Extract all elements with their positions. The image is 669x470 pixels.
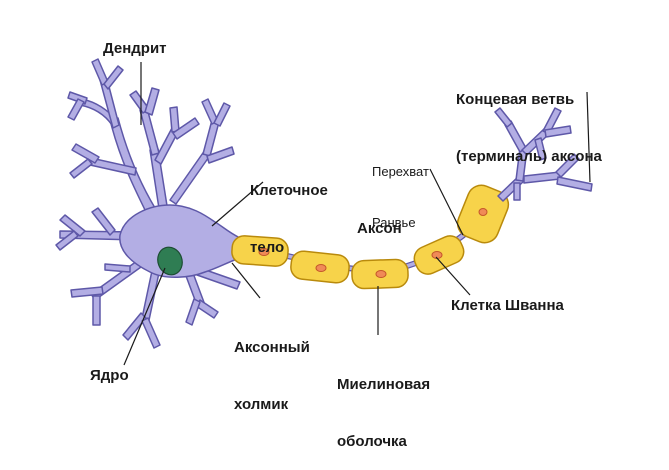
- label-node-of-ranvier: Перехват Ранвье: [372, 129, 429, 248]
- axon-terminal: [494, 107, 593, 202]
- label-cell-body-line1: Клеточное: [250, 182, 328, 199]
- dendrites: [55, 58, 241, 349]
- label-myelin-sheath-line2: оболочка: [337, 433, 407, 450]
- label-axon-hillock-line1: Аксонный: [234, 339, 310, 356]
- neuron-cell: [55, 58, 241, 349]
- label-axon-hillock: Аксонный холмик: [234, 300, 310, 433]
- label-cell-body-line2: тело: [250, 239, 285, 256]
- leader-ranvier: [429, 168, 464, 236]
- label-axon-terminal: Концевая ветвь (терминаль) аксона: [456, 52, 602, 185]
- label-node-of-ranvier-line1: Перехват: [372, 164, 429, 179]
- label-dendrite: Дендрит: [103, 40, 167, 57]
- leader-hillock: [231, 262, 261, 299]
- label-axon-terminal-line2: (терминаль) аксона: [456, 148, 602, 165]
- leader-terminal: [586, 91, 591, 183]
- label-axon-hillock-line2: холмик: [234, 396, 289, 413]
- label-myelin-sheath-line1: Миелиновая: [337, 376, 431, 393]
- leader-cell-body: [211, 181, 264, 227]
- label-myelin-sheath: Миелиновая оболочка: [337, 337, 430, 470]
- label-node-of-ranvier-line2: Ранвье: [372, 215, 416, 230]
- leader-lines: [123, 62, 591, 366]
- neuron-diagram: [55, 58, 593, 366]
- nucleus: [157, 246, 183, 276]
- label-nucleus: Ядро: [90, 367, 129, 384]
- label-schwann-cell: Клетка Шванна: [451, 297, 564, 314]
- label-cell-body: Клеточное тело: [250, 143, 328, 276]
- leader-nucleus: [123, 267, 166, 366]
- label-axon-terminal-line1: Концевая ветвь: [456, 91, 575, 108]
- leader-schwann: [435, 256, 471, 296]
- schwann-nuclei: [258, 208, 488, 278]
- label-axon: Аксон: [357, 220, 402, 237]
